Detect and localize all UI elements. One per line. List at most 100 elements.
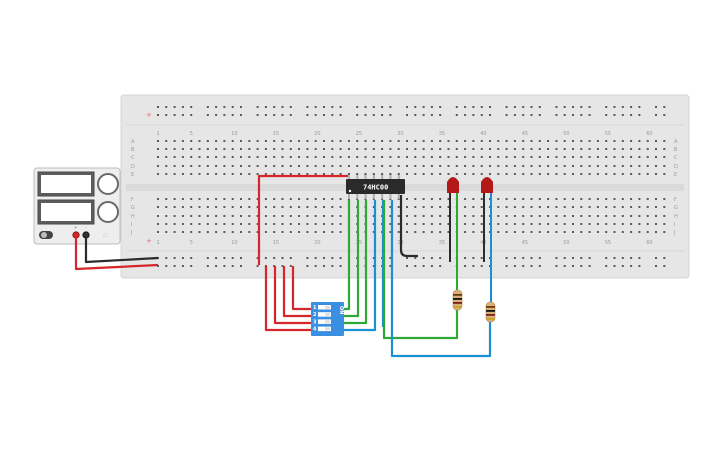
psu-black-wire[interactable] <box>84 235 159 264</box>
breadboard-hole <box>530 165 533 167</box>
breadboard-hole <box>256 173 259 175</box>
dip-switch-key-slot[interactable] <box>318 326 331 332</box>
breadboard-hole <box>464 156 467 158</box>
breadboard-hole <box>638 198 641 200</box>
row-letter: B <box>131 147 135 153</box>
rail-hole <box>331 114 334 116</box>
breadboard-hole <box>439 223 442 225</box>
breadboard-hole <box>480 231 483 233</box>
rail-hole <box>663 106 666 108</box>
led-2[interactable] <box>481 177 493 302</box>
power-supply[interactable]: + - DC <box>33 167 121 245</box>
rail-hole <box>580 265 583 267</box>
rail-hole <box>181 265 184 267</box>
red-wire-switch-3[interactable] <box>273 266 312 325</box>
red-wire-switch-2[interactable] <box>282 266 312 318</box>
breadboard-hole <box>655 223 657 225</box>
dip-switch-key-slot[interactable] <box>318 319 331 324</box>
breadboard-hole <box>298 173 301 175</box>
red-wire-switch-1[interactable] <box>291 266 312 311</box>
breadboard-hole <box>298 148 301 150</box>
breadboard-hole <box>406 231 408 233</box>
resistor-1-band-3 <box>453 302 462 304</box>
rail-hole <box>621 265 624 267</box>
breadboard-hole <box>347 173 350 175</box>
breadboard-hole <box>165 165 168 167</box>
led-1[interactable] <box>447 177 459 292</box>
red-wire-rail-to-row[interactable] <box>257 174 348 265</box>
psu-red-wire[interactable] <box>74 235 159 271</box>
rail-hole <box>655 265 657 267</box>
breadboard-hole <box>572 198 574 200</box>
blue-wire-to-resistor-2[interactable] <box>390 200 492 358</box>
breadboard-hole <box>455 148 458 150</box>
breadboard-hole <box>381 140 384 142</box>
dip-switch-key-slot[interactable] <box>318 305 331 310</box>
dip-switch-key-lever[interactable] <box>325 305 330 309</box>
breadboard-hole <box>231 173 234 175</box>
breadboard-hole <box>339 215 342 217</box>
green-wire-2[interactable] <box>344 200 360 318</box>
breadboard-hole <box>298 223 301 225</box>
dip-switch-key-lever[interactable] <box>325 327 330 331</box>
rail-hole <box>281 257 284 259</box>
ic-chip-74hc00[interactable]: 74HC00 <box>346 175 405 199</box>
breadboard-hole <box>281 165 284 167</box>
breadboard-hole <box>206 223 209 225</box>
breadboard-hole <box>414 173 417 175</box>
dip-switch-key-lever[interactable] <box>325 320 330 324</box>
breadboard-hole <box>472 140 475 142</box>
green-wire-1[interactable] <box>344 200 351 311</box>
resistor-2[interactable] <box>485 301 496 323</box>
dip-switch-key-lever[interactable] <box>325 313 330 316</box>
breadboard-hole <box>464 231 467 233</box>
blue-wire-1[interactable] <box>344 200 377 332</box>
row-letter: H <box>674 214 678 220</box>
red-wire-switch-4[interactable] <box>264 266 312 332</box>
psu-current-knob[interactable] <box>97 201 119 223</box>
switch-supply-wires[interactable] <box>257 174 348 332</box>
breadboard-hole <box>231 148 234 150</box>
breadboard-hole <box>630 173 633 175</box>
black-wire-ground[interactable] <box>399 195 418 258</box>
rail-hole <box>422 114 425 116</box>
breadboard-hole <box>157 156 159 158</box>
breadboard-hole <box>430 140 433 142</box>
breadboard-hole <box>173 223 176 225</box>
column-number: 50 <box>563 240 569 246</box>
rail-hole <box>572 257 574 259</box>
breadboard-hole <box>273 206 276 208</box>
breadboard-hole <box>248 140 251 142</box>
breadboard-hole <box>530 206 533 208</box>
column-number: 60 <box>646 131 652 137</box>
breadboard-hole <box>480 198 483 200</box>
breadboard-hole <box>206 173 209 175</box>
green-wire-to-resistor-1[interactable] <box>382 307 459 340</box>
chip-pin <box>389 194 392 199</box>
breadboard-hole <box>563 215 566 217</box>
breadboard-hole <box>181 140 184 142</box>
column-number: 25 <box>356 131 362 137</box>
breadboard-hole <box>223 173 226 175</box>
breadboard-hole <box>331 165 334 167</box>
breadboard-hole <box>314 140 317 142</box>
breadboard-hole <box>655 215 657 217</box>
green-wire-3[interactable] <box>344 200 368 325</box>
breadboard-hole <box>339 140 342 142</box>
breadboard-hole <box>240 173 242 175</box>
breadboard-hole <box>547 156 550 158</box>
breadboard-hole <box>480 140 483 142</box>
breadboard-hole <box>638 231 641 233</box>
breadboard-hole <box>522 173 525 175</box>
signal-wires[interactable] <box>344 195 492 358</box>
breadboard-hole <box>389 148 392 150</box>
breadboard-hole <box>596 206 599 208</box>
resistor-1[interactable] <box>452 289 463 311</box>
power-wires[interactable] <box>74 235 159 271</box>
dip-switch-key-slot[interactable] <box>318 312 331 317</box>
psu-voltage-knob[interactable] <box>97 173 119 195</box>
breadboard-hole <box>289 223 292 225</box>
